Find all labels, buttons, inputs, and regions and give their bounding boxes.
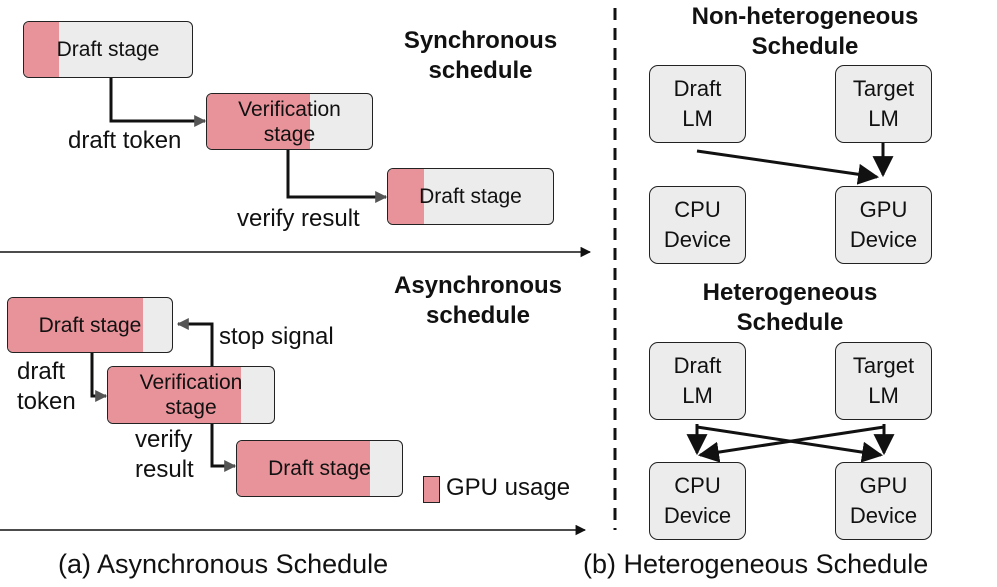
async-connector-draft-token	[90, 353, 108, 402]
async-verify-result-label: verify result	[135, 426, 194, 483]
nonhet-gpu-device-box: GPU Device	[835, 186, 932, 264]
stage-label: Draft stage	[56, 38, 160, 61]
async-connector-verify-result	[210, 424, 237, 472]
sync-connector-1	[109, 78, 207, 127]
gpu-usage-fill	[388, 169, 424, 224]
sync-connector-2	[286, 148, 388, 203]
caption-b: (b) Heterogeneous Schedule	[583, 549, 929, 579]
sync-verify-result-label: verify result	[237, 205, 360, 232]
async-draft-token-label: draft token	[17, 358, 76, 415]
async-schedule-title: Asynchronous schedule	[393, 272, 563, 329]
stage-label: Verification stage	[238, 97, 341, 146]
stage-label: Draft stage	[268, 457, 371, 480]
stage-label: Draft stage	[38, 313, 142, 337]
gpu-usage-fill	[24, 22, 59, 77]
het-cpu-device-box: CPU Device	[649, 462, 746, 540]
caption-a: (a) Asynchronous Schedule	[58, 549, 389, 579]
sync-schedule-title: Synchronous schedule	[403, 27, 558, 84]
sync-draft-stage-2: Draft stage	[387, 168, 554, 225]
het-target-lm-box: Target LM	[835, 342, 932, 420]
nonhet-draft-lm-box: Draft LM	[649, 65, 746, 143]
async-verification-stage: Verification stage	[107, 366, 275, 424]
gpu-usage-legend-label: GPU usage	[446, 474, 571, 501]
stage-label: Verification stage	[139, 371, 243, 419]
sync-verification-stage: Verification stage	[206, 93, 373, 150]
gpu-usage-legend-swatch	[423, 476, 440, 503]
nonhet-schedule-title: Non-heterogeneous Schedule	[691, 3, 919, 60]
stage-label: Draft stage	[419, 185, 522, 208]
nonhet-target-lm-box: Target LM	[835, 65, 932, 143]
sync-draft-stage-1: Draft stage	[23, 21, 193, 78]
nonhet-cpu-device-box: CPU Device	[649, 186, 746, 264]
gpu-usage-fill	[8, 298, 143, 352]
async-draft-stage-1: Draft stage	[7, 297, 173, 353]
het-gpu-device-box: GPU Device	[835, 462, 932, 540]
het-draft-lm-box: Draft LM	[649, 342, 746, 420]
sync-draft-token-label: draft token	[68, 127, 182, 154]
gpu-usage-fill	[207, 94, 310, 149]
async-connector-stop-signal	[176, 318, 214, 366]
async-draft-stage-2: Draft stage	[236, 440, 403, 497]
gpu-usage-fill	[237, 441, 370, 496]
het-schedule-title: Heterogeneous Schedule	[702, 279, 878, 336]
async-stop-signal-label: stop signal	[219, 323, 334, 350]
het-arrow-target-to-cpu	[697, 425, 885, 463]
nonhet-arrow-draft-to-gpu	[696, 149, 880, 185]
gpu-usage-fill	[108, 367, 241, 423]
